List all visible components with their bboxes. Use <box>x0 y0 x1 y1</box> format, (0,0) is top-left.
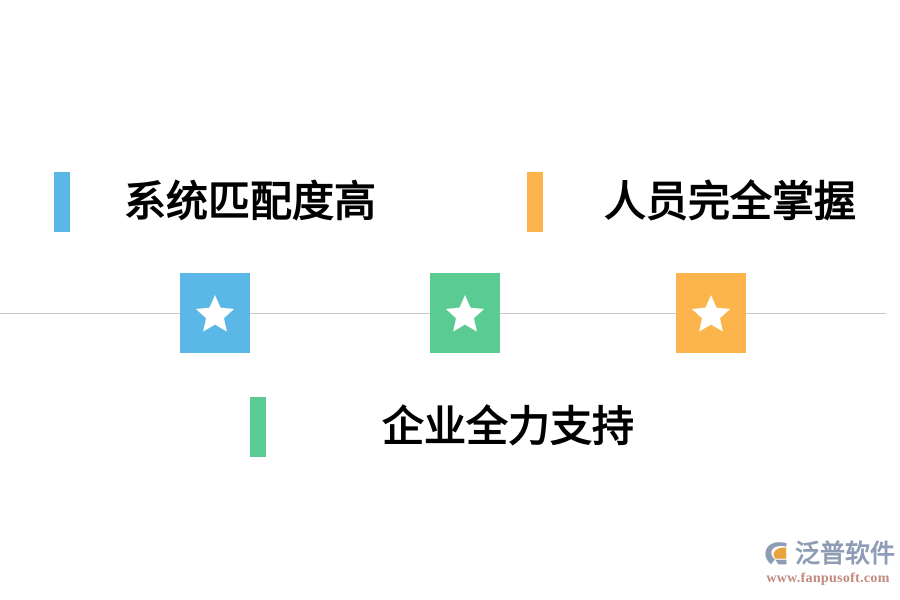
star-tile-orange <box>676 273 746 353</box>
star-tile-green <box>430 273 500 353</box>
star-icon <box>691 294 731 332</box>
fanpu-swoosh-icon <box>762 539 792 569</box>
brand-logo: 泛普软件 www.fanpusoft.com <box>762 538 896 590</box>
accent-bar-system-match <box>54 172 70 232</box>
star-icon <box>445 294 485 332</box>
headline-enterprise-support: 企业全力支持 <box>382 402 635 451</box>
star-tile-blue <box>180 273 250 353</box>
star-icon <box>195 294 235 332</box>
logo-row: 泛普软件 <box>762 538 896 570</box>
headline-system-match: 系统匹配度高 <box>124 177 377 226</box>
headline-staff-mastery: 人员完全掌握 <box>604 177 857 226</box>
logo-wordmark: 泛普软件 <box>795 539 896 568</box>
accent-bar-staff-mastery <box>527 172 543 232</box>
logo-url: www.fanpusoft.com <box>766 571 890 586</box>
accent-bar-enterprise-support <box>250 397 266 457</box>
